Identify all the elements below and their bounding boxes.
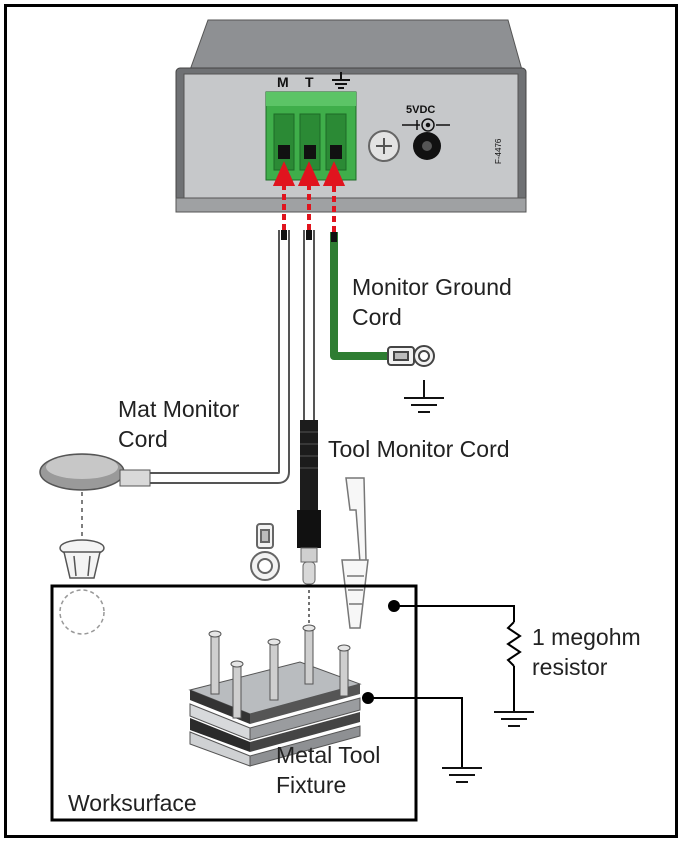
monitor-ground-cord-label-line2: Cord [352, 304, 402, 330]
tool-monitor-cord-label: Tool Monitor Cord [328, 436, 510, 462]
screw-icon [368, 130, 400, 162]
resistor-label-line1: 1 megohm [532, 624, 641, 650]
polarity-icon [402, 118, 450, 132]
resistor-connection [388, 600, 522, 712]
power-jack-icon[interactable] [413, 132, 441, 160]
part-number: F-4476 [494, 138, 503, 164]
monitor-ground-cord[interactable] [330, 232, 392, 360]
terminal-t-label: T [305, 74, 314, 90]
fixture-label-line1: Metal Tool [276, 742, 381, 768]
resistor-ground-icon [494, 711, 534, 727]
alligator-clip-icon [341, 477, 369, 629]
banana-plug-icon [297, 420, 321, 585]
snap-fastener-icon [39, 453, 151, 491]
snap-hole [59, 589, 105, 635]
metal-tool-fixture [188, 624, 362, 767]
fixture-ground-icon [442, 767, 482, 783]
fixture-label-line2: Fixture [276, 772, 347, 798]
monitor-ground-cord-label-line1: Monitor Ground [352, 274, 512, 300]
ground-symbol-icon [404, 380, 444, 413]
ring-terminal-icon [387, 345, 435, 367]
terminal-block[interactable] [265, 91, 357, 181]
terminal-m-label: M [277, 74, 289, 90]
connection-arrows [272, 161, 346, 232]
mat-monitor-cord-label-line1: Mat Monitor [118, 396, 240, 422]
power-label: 5VDC [406, 104, 436, 116]
resistor-label-line2: resistor [532, 654, 608, 680]
fixture-connection [362, 692, 463, 768]
snap-socket-icon [59, 539, 105, 579]
mat-monitor-cord-label-line2: Cord [118, 426, 168, 452]
worksurface-label: Worksurface [68, 790, 197, 816]
ground-terminal-icon [332, 72, 350, 89]
tool-ring-terminal-icon [250, 523, 280, 581]
worksurface-box [50, 584, 418, 822]
